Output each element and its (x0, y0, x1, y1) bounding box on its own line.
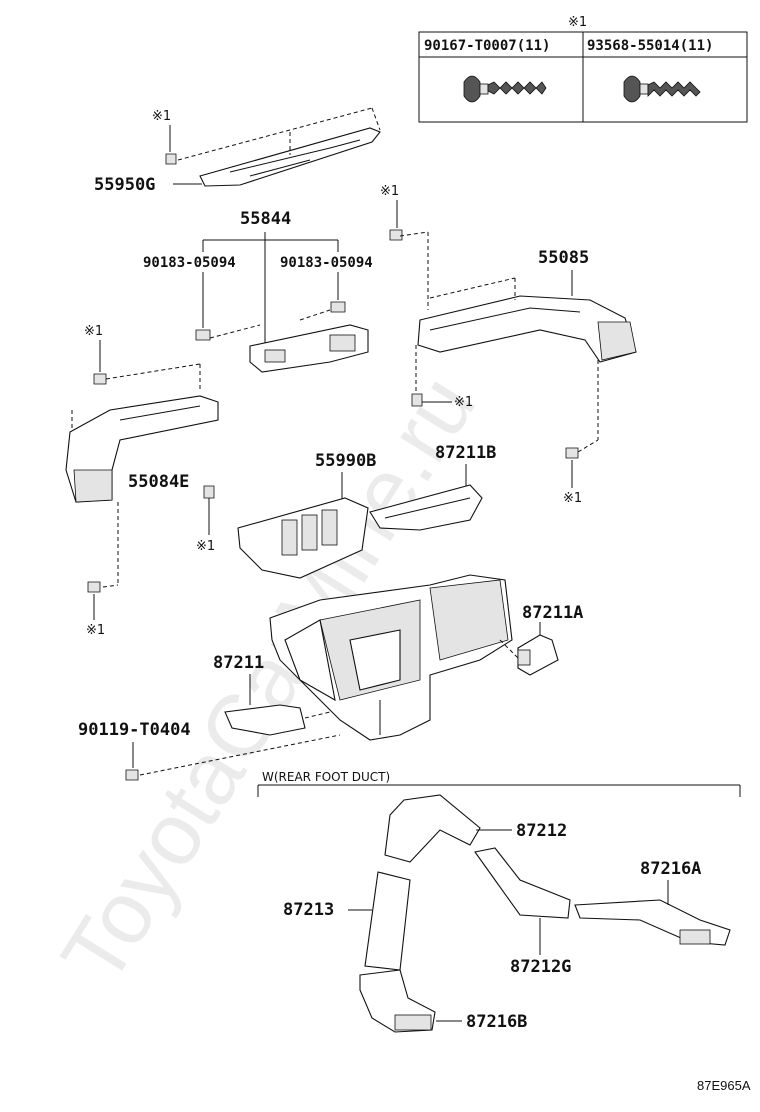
fastener-table-ref-mark: ※1 (568, 15, 587, 30)
screw-icon (93, 373, 107, 385)
screw-icon (463, 75, 547, 103)
fastener-table: ※1 90167-T0007(11) 93568-55014(11) (418, 15, 748, 123)
part-55844: 55844 90183-05094 90183-05094 (143, 209, 373, 373)
label-55085: 55085 (538, 248, 589, 268)
clip-icon (330, 301, 346, 313)
screw-icon (165, 153, 177, 165)
label-87211B: 87211B (435, 443, 496, 463)
label-55084E: 55084E (128, 472, 189, 492)
label-55844: 55844 (240, 209, 291, 229)
figure-code: 87E965A (697, 1078, 751, 1093)
label-87216B: 87216B (466, 1012, 527, 1032)
fastener-table-col2: 93568-55014(11) (587, 38, 713, 54)
ref-mark: ※1 (196, 539, 215, 554)
part-55084E: ※1 55084E ※1 ※1 (65, 324, 219, 638)
screw-icon (623, 75, 701, 103)
label-87212G: 87212G (510, 957, 571, 977)
part-90119-T0404: 90119-T0404 (78, 720, 341, 781)
label-87216A: 87216A (640, 859, 701, 879)
screw-icon (87, 581, 101, 593)
label-55990B: 55990B (315, 451, 376, 471)
label-90183-right: 90183-05094 (280, 255, 373, 271)
hvac-unit (269, 574, 521, 741)
part-55990B: 55990B (237, 451, 376, 579)
rear-foot-duct-group: W(REAR FOOT DUCT) 87212 87212G 87216A 87… (257, 770, 741, 1033)
part-55085: ※1 55085 ※1 ※1 (380, 184, 637, 506)
ref-mark: ※1 (86, 623, 105, 638)
ref-mark: ※1 (84, 324, 103, 339)
part-87211B: 87211B (369, 443, 496, 531)
label-90183-left: 90183-05094 (143, 255, 236, 271)
screw-icon (389, 229, 403, 241)
label-87211A: 87211A (522, 603, 583, 623)
ref-mark: ※1 (563, 491, 582, 506)
part-87211: 87211 (213, 653, 331, 736)
part-87211A: 87211A (517, 603, 583, 676)
label-87211: 87211 (213, 653, 264, 673)
fastener-table-col1: 90167-T0007(11) (424, 38, 550, 54)
screw-icon (411, 393, 423, 407)
screw-icon (565, 447, 579, 459)
screw-icon (203, 485, 215, 499)
label-87213: 87213 (283, 900, 334, 920)
ref-mark: ※1 (152, 109, 171, 124)
label-90119-T0404: 90119-T0404 (78, 720, 191, 740)
ref-mark: ※1 (454, 395, 473, 410)
screw-icon (125, 769, 139, 781)
clip-icon (195, 329, 211, 341)
label-rear-foot-duct: W(REAR FOOT DUCT) (262, 770, 390, 784)
label-55950G: 55950G (94, 175, 155, 195)
part-55950G: ※1 55950G (94, 107, 381, 195)
label-87212: 87212 (516, 821, 567, 841)
ref-mark: ※1 (380, 184, 399, 199)
